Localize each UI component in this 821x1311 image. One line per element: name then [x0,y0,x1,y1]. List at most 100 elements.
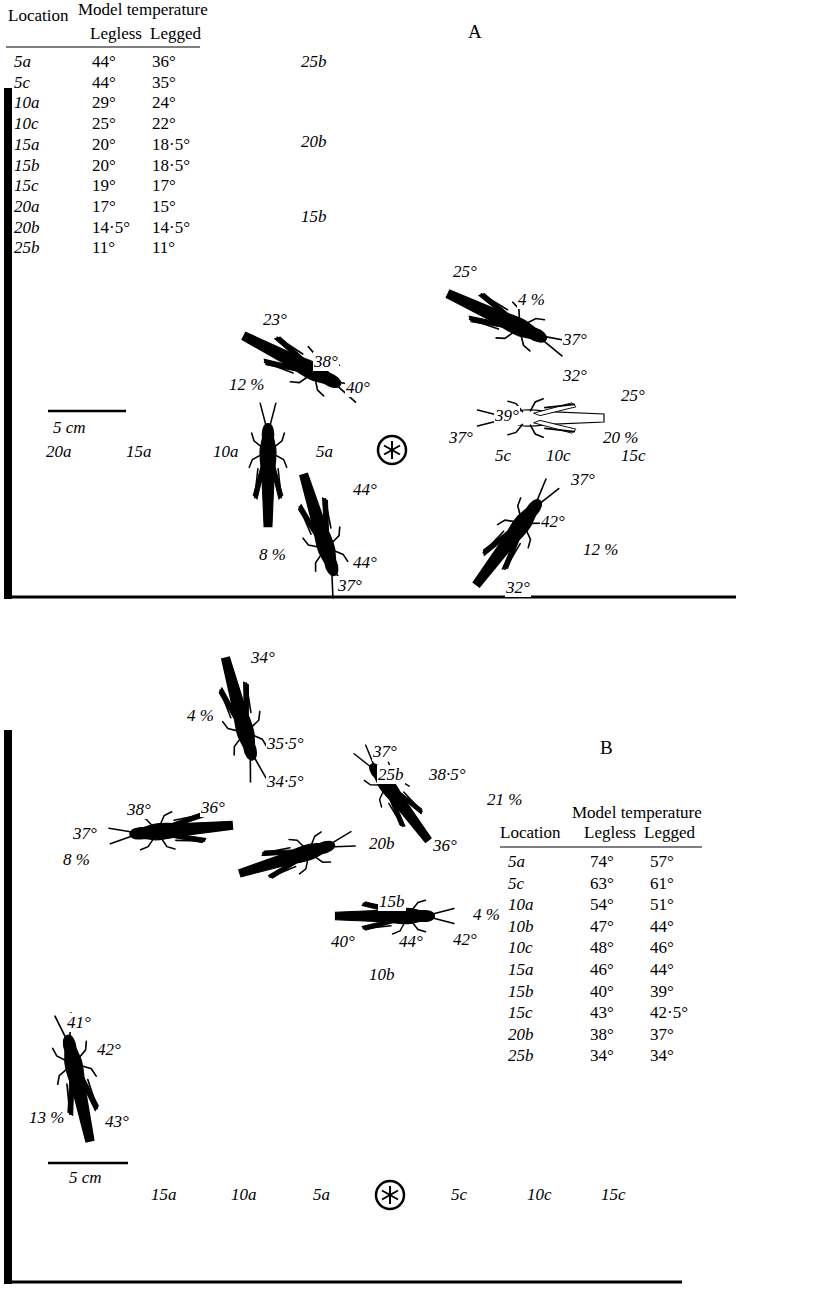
table-cell: 10c [508,938,533,957]
table-rule [500,847,702,848]
table-cell: Model temperature [572,803,702,822]
table-cell: 10b [508,917,534,936]
grasshopper [235,821,359,890]
figure-label: 10a [230,1185,258,1204]
figure-label: 32° [505,578,531,597]
floor-line [4,596,736,599]
figure-label: 10c [545,446,572,465]
table-cell: 44° [92,73,116,92]
figure-label: 25° [620,386,646,405]
figure-label: 13 % [28,1108,65,1127]
table-cell: Location [500,823,560,842]
figure-label: 10b [368,965,396,984]
table-cell: 15c [14,176,39,195]
table-cell: 14·5° [92,218,130,237]
figure-label: 5a [312,1185,331,1204]
figure-label: 44° [352,480,378,499]
figure-label: 36° [200,798,226,817]
figure-label: 12 % [228,375,265,394]
table-cell: 44° [92,52,116,71]
figure-label: 5a [315,442,334,461]
figure-label: 15b [300,207,328,226]
floor-line [4,1281,682,1284]
figure-label: 32° [562,366,588,385]
figure-label: 12 % [582,540,619,559]
figure-label: 25b [377,765,405,784]
figure-label: 15c [620,446,647,465]
figure-label: 34·5° [266,772,305,791]
table-cell: 5a [14,52,31,71]
wall [4,730,12,1284]
table-cell: 20a [14,197,40,216]
figure-label: 38° [313,352,339,371]
figure-label: 5 cm [68,1168,103,1187]
lamp-symbol [378,436,406,464]
figure-label: 44° [398,932,424,951]
figure-label: 34° [250,648,276,667]
table-cell: 5c [14,73,30,92]
table-cell: 15c [508,1003,533,1022]
figure-label: 4 % [186,706,215,725]
table-cell: 10c [14,114,39,133]
figure-label: 15b [378,892,406,911]
table-cell: 20b [508,1025,534,1044]
table-cell: 10a [508,895,534,914]
figure-label: 15a [150,1185,178,1204]
figure-label: 42° [452,930,478,949]
figure-label: 10c [526,1185,553,1204]
figure-label: 23° [262,310,288,329]
figure-label: 20a [45,442,73,461]
figure-label: 43° [104,1112,130,1131]
table-cell: 61° [650,874,674,893]
table-cell: 42·5° [650,1003,688,1022]
table-cell: 29° [92,93,116,112]
table-cell: 14·5° [152,218,190,237]
figure-label: 5 cm [52,418,87,437]
table-cell: Legless [90,24,142,43]
scale-bar [48,410,126,413]
figure-label: 20b [368,834,396,853]
figure-label: 39° [494,406,520,425]
figure-label: 37° [337,576,363,595]
figure-label: 37° [372,742,398,761]
table-cell: 25b [14,238,40,257]
figure-label: 38·5° [428,765,467,784]
table-cell: 22° [152,114,176,133]
wall [4,88,12,599]
figure-label: 15a [125,442,153,461]
table-cell: 11° [152,238,175,257]
figure-label: 37° [72,824,98,843]
table-cell: 37° [650,1025,674,1044]
grasshopper [207,653,277,785]
table-cell: 54° [590,895,614,914]
panel-letter: B [600,738,613,757]
table-cell: 44° [650,960,674,979]
figure-label: 15c [600,1185,627,1204]
figure-label: 44° [352,553,378,572]
grasshopper [461,472,568,596]
table-cell: 5c [508,874,524,893]
table-cell: 43° [590,1003,614,1022]
figure-label: 40° [330,932,356,951]
table-cell: 18·5° [152,135,190,154]
table-cell: 19° [92,176,116,195]
figure-label: 35·5° [266,734,305,753]
table-cell: 34° [650,1046,674,1065]
table-cell: 44° [650,917,674,936]
figure-label: 37° [448,428,474,447]
figure-label: 5c [450,1185,468,1204]
panel-letter: A [468,22,482,41]
table-cell: 15a [14,135,40,154]
table-cell: 46° [590,960,614,979]
grasshopper [249,403,286,526]
table-cell: Location [8,6,68,25]
table-cell: 38° [590,1025,614,1044]
table-cell: 24° [152,93,176,112]
figure-label: 40° [345,378,371,397]
table-cell: Legless [584,823,636,842]
figure-label: 42° [96,1040,122,1059]
table-cell: 39° [650,982,674,1001]
figure-label: 41° [66,1013,92,1032]
figure-label: 37° [562,330,588,349]
table-cell: 20° [92,135,116,154]
